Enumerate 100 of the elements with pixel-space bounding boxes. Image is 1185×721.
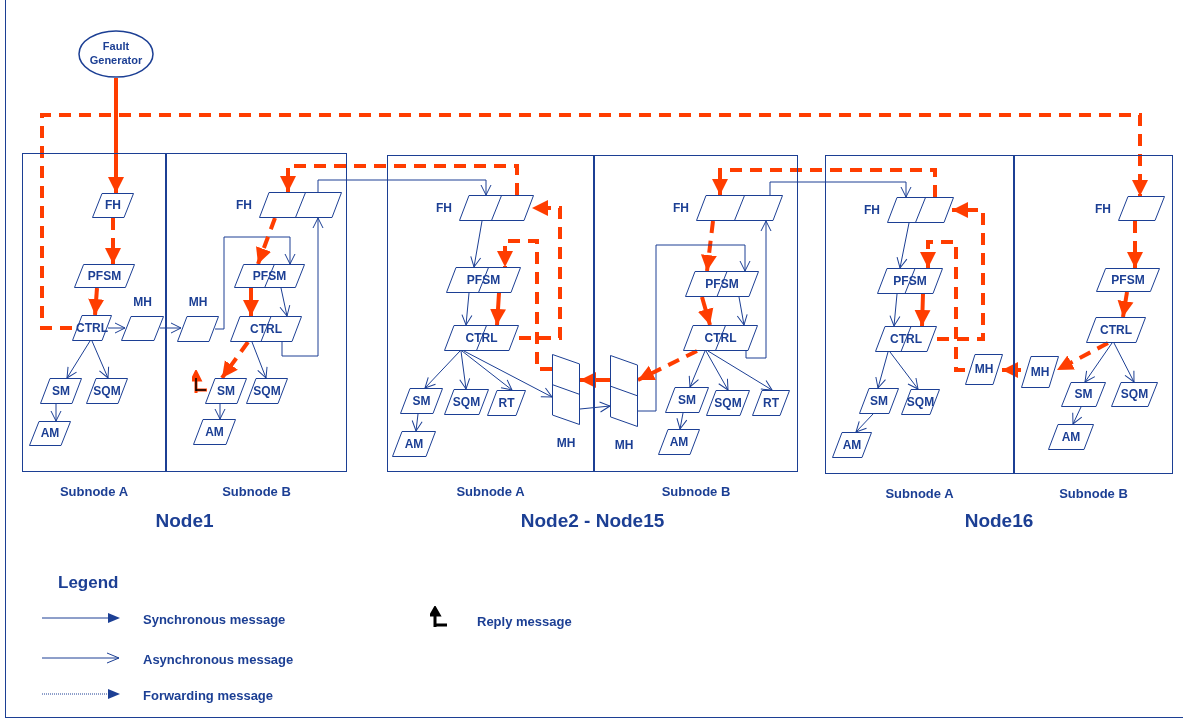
dashed-arrow [920, 240, 965, 372]
component-box: AM [1048, 424, 1094, 450]
component-box: AM [193, 419, 236, 445]
arrow [580, 372, 610, 388]
component-box: CTRL [230, 316, 302, 342]
component-box: MH [1021, 356, 1059, 388]
legend-text: Synchronous message [143, 611, 286, 629]
arrow [769, 181, 912, 198]
dashed-arrow [105, 218, 121, 264]
arrow [279, 287, 291, 317]
component-box: AM [658, 429, 700, 455]
dashed-arrow [700, 220, 717, 272]
arrow [91, 340, 110, 379]
component-label: MH [556, 437, 576, 449]
dashed-arrow [1127, 221, 1143, 268]
arrow [875, 351, 889, 389]
arrow [214, 403, 226, 420]
component-box: SQM [901, 389, 940, 415]
dashed-arrow [497, 239, 552, 371]
subnode-label: Subnode A [456, 483, 525, 501]
component-box: MH [965, 354, 1003, 385]
component-label: FH [1095, 202, 1111, 215]
component-box: RT [487, 390, 526, 416]
arrow [214, 236, 296, 330]
dashed-arrow [1056, 341, 1109, 372]
subnode-label: Subnode A [59, 483, 129, 501]
subnode-label: Subnode B [1059, 485, 1128, 503]
component-label: MH [188, 296, 208, 308]
component-box: SQM [246, 378, 288, 404]
ellipse-node: Fault Generator [78, 30, 154, 78]
component-label: FH [436, 202, 452, 214]
arrow [736, 296, 748, 326]
component-box: PFSM [1096, 268, 1160, 292]
component-box: AM [392, 431, 436, 457]
component-label: MH [614, 439, 634, 451]
arrow [470, 220, 483, 268]
legend-text: Reply message [477, 613, 572, 631]
component-label: FH [864, 204, 880, 216]
arrow [914, 293, 931, 327]
arrow [1117, 291, 1134, 318]
component-box: SM [859, 388, 899, 414]
arrow [1084, 342, 1113, 383]
component-box: SM [400, 388, 443, 414]
component-box: SM [205, 378, 247, 404]
arrow [705, 350, 729, 391]
dashed-arrow [519, 200, 562, 340]
component-box: SM [1061, 382, 1106, 407]
component-box: AM [832, 432, 872, 458]
arrow [889, 293, 901, 327]
component-box: RT [752, 390, 790, 416]
arrow [896, 222, 910, 269]
legend-text: Asynchronous message [143, 651, 294, 669]
arrow [697, 296, 714, 326]
component-box: FH [92, 193, 134, 218]
legend-title: Legend [58, 572, 119, 594]
component-box: CTRL [1086, 317, 1146, 343]
node-label: Node16 [964, 508, 1034, 533]
arrow [461, 292, 473, 326]
subnode-label: Subnode A [885, 485, 954, 503]
component-box: SM [40, 378, 82, 404]
component-box: PFSM [877, 268, 943, 294]
dashed-arrow [40, 113, 1148, 330]
arrow [411, 413, 423, 432]
component-label: FH [236, 199, 252, 211]
arrow [88, 287, 105, 316]
dashed-arrow [243, 288, 259, 316]
node-label: Node1 [155, 508, 214, 533]
arrow [66, 340, 91, 379]
dashed-arrow [220, 340, 250, 380]
component-box: AM [29, 421, 71, 446]
dashed-arrow [280, 164, 519, 195]
arrow [1113, 342, 1135, 383]
dashed-arrow [937, 202, 985, 341]
arrow [461, 350, 513, 391]
dashed-arrow [256, 217, 277, 265]
arrow [1002, 362, 1021, 378]
component-box: PFSM [685, 271, 759, 297]
arrow [459, 350, 471, 390]
arrow [108, 78, 124, 193]
component-box: CTRL [875, 326, 937, 352]
component-box: PFSM [74, 264, 135, 288]
arrow [688, 350, 706, 388]
component-box: SQM [706, 390, 750, 416]
arrow [251, 341, 268, 379]
component-box: SQM [86, 378, 128, 404]
arrow [317, 179, 492, 196]
component-box: SQM [444, 389, 489, 415]
arrow [707, 350, 773, 391]
arrow [676, 412, 688, 430]
arrow [579, 401, 611, 413]
node-label: Node2 - Node15 [520, 508, 665, 533]
arrow [1072, 406, 1083, 425]
component-label: MH [133, 296, 152, 308]
arrow [745, 220, 772, 359]
arrow [50, 403, 62, 422]
arrow [490, 292, 506, 326]
legend-text: Forwarding message [143, 687, 274, 705]
component-box: SM [665, 387, 709, 413]
arrow [424, 350, 461, 389]
subnode-label: Subnode B [661, 483, 731, 501]
